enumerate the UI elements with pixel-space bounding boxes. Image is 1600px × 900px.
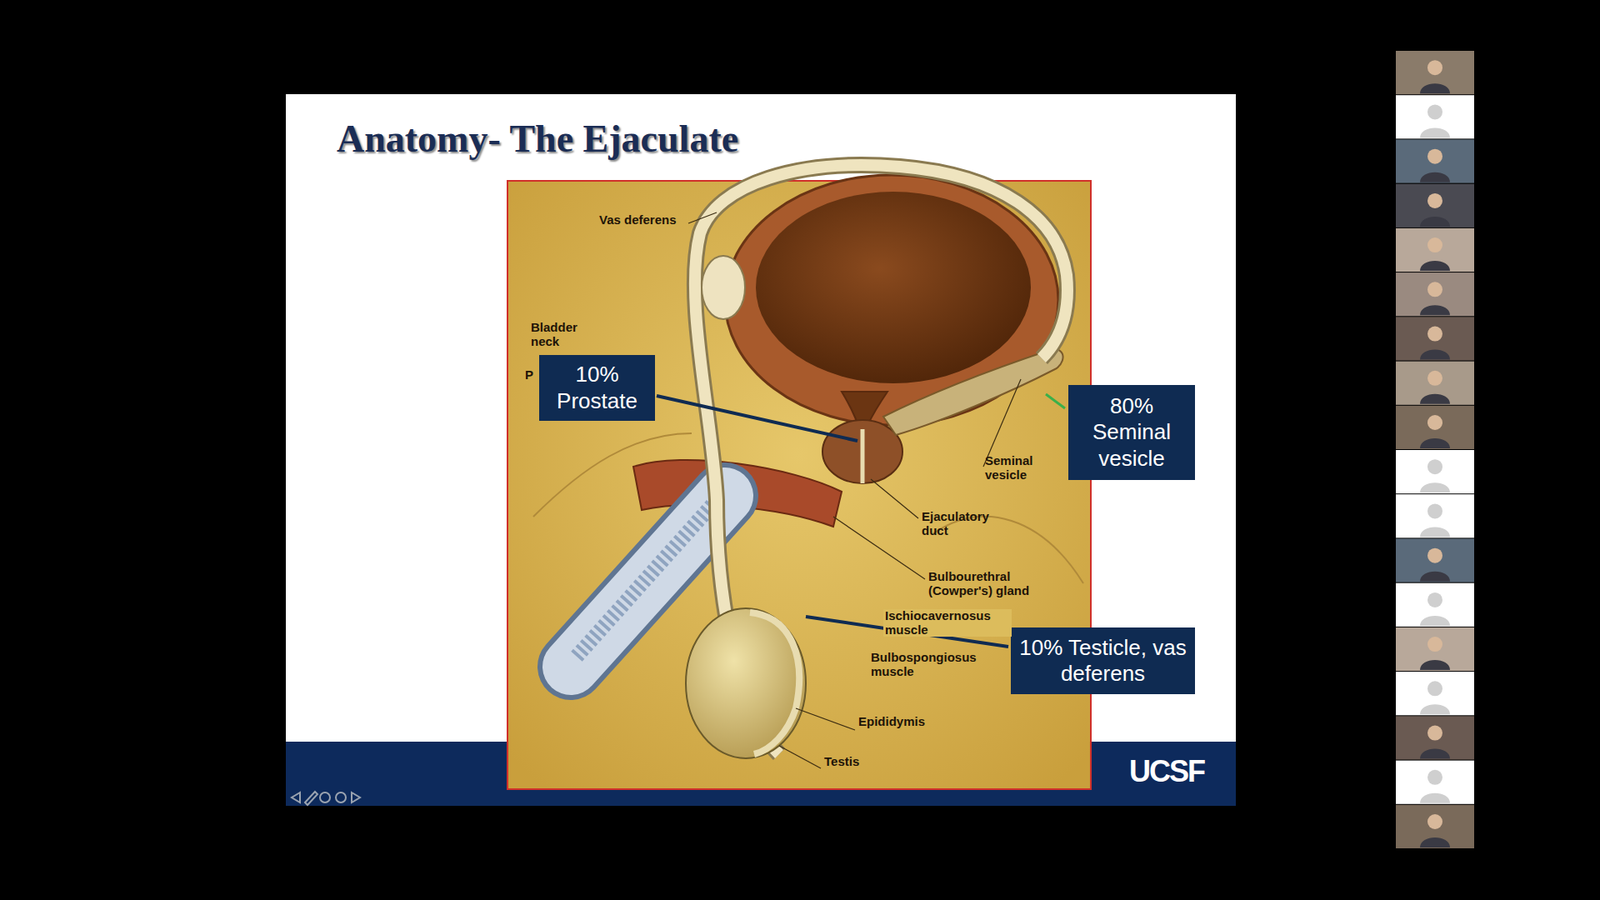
callout-box: 80% Seminal vesicle xyxy=(1068,385,1195,480)
callout-box: 10% Testicle, vas deferens xyxy=(1010,627,1195,695)
participant-tile xyxy=(1395,139,1475,183)
part-label: Ischiocavernosus muscle xyxy=(883,609,1012,637)
epididymis xyxy=(750,612,800,755)
participant-tile xyxy=(1395,272,1475,316)
part-label: Bladder neck xyxy=(530,320,590,349)
callout-box: 10% Prostate xyxy=(539,355,655,421)
participant-tile xyxy=(1395,671,1475,715)
part-label: Ejaculatory duct xyxy=(921,510,1005,538)
bladder-lumen xyxy=(755,191,1031,384)
testis xyxy=(685,608,806,759)
part-label: Bulbourethral (Cowper's) gland xyxy=(928,570,1062,598)
nav-icons xyxy=(291,791,360,805)
part-label: Seminal vesicle xyxy=(985,454,1048,482)
participant-tile xyxy=(1395,715,1475,760)
participant-tile xyxy=(1395,450,1475,494)
participant-tile xyxy=(1395,50,1475,95)
part-label: Bulbospongiosus muscle xyxy=(870,650,996,679)
participant-tile xyxy=(1395,583,1475,627)
body-contour xyxy=(533,433,1084,584)
part-label: Testis xyxy=(824,755,860,770)
callout-text: 80% Seminal vesicle xyxy=(1076,393,1187,472)
corpus xyxy=(575,500,717,659)
participant-strip xyxy=(1395,50,1475,849)
participant-tile xyxy=(1395,228,1475,272)
participant-tile xyxy=(1395,805,1475,849)
slide xyxy=(285,94,1236,806)
part-label: Epididymis xyxy=(858,715,925,730)
participant-tile xyxy=(1395,95,1475,139)
participant-tile xyxy=(1395,627,1475,671)
callout-text: 10% Prostate xyxy=(547,361,647,414)
part-label: Vas deferens xyxy=(599,213,677,228)
pubic-bone xyxy=(701,255,745,320)
participant-tile xyxy=(1395,184,1475,228)
participant-tile xyxy=(1395,760,1475,805)
slide-title: Anatomy- The Ejaculate xyxy=(336,116,739,161)
participant-tile xyxy=(1395,316,1475,360)
illustration-frame xyxy=(507,180,1091,790)
participant-tile xyxy=(1395,494,1475,538)
logo-text: UCSF xyxy=(1129,754,1205,790)
participant-tile xyxy=(1395,405,1475,450)
prostate xyxy=(822,420,903,484)
pointer-mark xyxy=(1045,394,1065,409)
callout-text: 10% Testicle, vas deferens xyxy=(1019,635,1187,687)
participant-tile xyxy=(1395,538,1475,582)
seminal-vesicle xyxy=(883,349,1064,435)
part-label: P xyxy=(525,368,534,383)
urethra xyxy=(860,429,865,484)
leader-lines xyxy=(688,212,1021,769)
participant-tile xyxy=(1395,361,1475,405)
